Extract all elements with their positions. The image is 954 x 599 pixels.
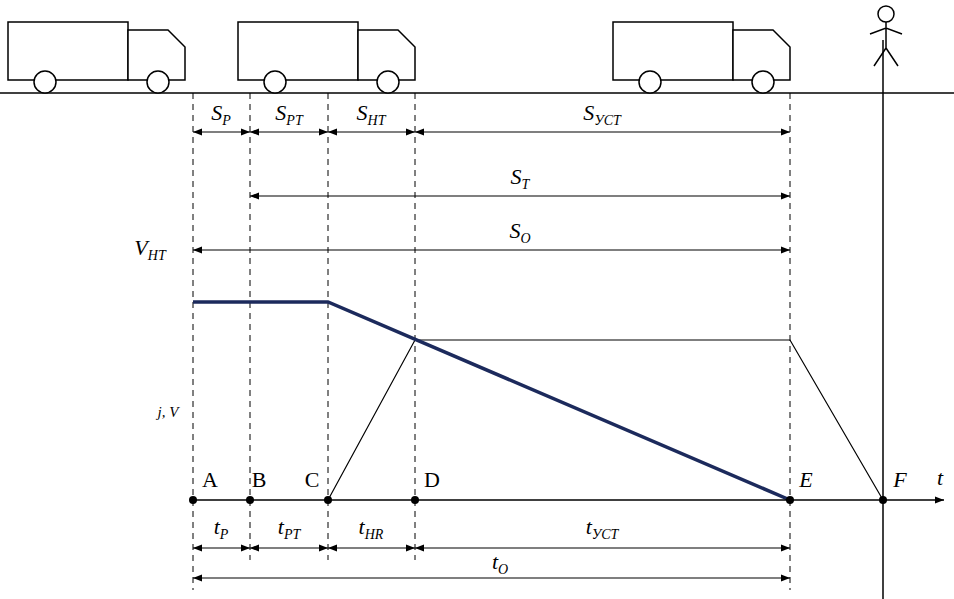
dimension-arrows bbox=[193, 132, 790, 578]
distance-label: SТ bbox=[511, 166, 530, 188]
distance-label: SР bbox=[211, 102, 231, 124]
pedestrian bbox=[870, 6, 902, 66]
distance-label: SНТ bbox=[357, 102, 386, 124]
time-label: tР bbox=[214, 516, 229, 538]
time-label: tУСТ bbox=[586, 516, 619, 538]
point-label: D bbox=[424, 469, 440, 491]
point-label: B bbox=[252, 469, 267, 491]
time-label: tРТ bbox=[278, 516, 300, 538]
truck bbox=[8, 22, 185, 93]
point-label: F bbox=[893, 469, 906, 491]
point-label: A bbox=[202, 469, 218, 491]
truck bbox=[613, 22, 790, 93]
time-label: tHR bbox=[359, 516, 384, 538]
distance-label: SО bbox=[509, 220, 530, 242]
point-label: E bbox=[799, 469, 812, 491]
speed-curve bbox=[193, 302, 790, 500]
axis-label: j, V bbox=[158, 405, 179, 420]
distance-label: SРТ bbox=[275, 102, 302, 124]
truck bbox=[238, 22, 415, 93]
axis-points bbox=[189, 496, 887, 504]
distance-label: SУСТ bbox=[583, 102, 621, 124]
obstacle-line bbox=[882, 40, 884, 599]
speed-label: VНТ bbox=[134, 237, 165, 259]
time-axis bbox=[193, 499, 944, 501]
time-label: tО bbox=[492, 551, 508, 573]
road-line bbox=[0, 92, 954, 94]
dashed-guides bbox=[193, 93, 790, 590]
axis-label: t bbox=[937, 467, 943, 489]
point-label: C bbox=[305, 469, 320, 491]
